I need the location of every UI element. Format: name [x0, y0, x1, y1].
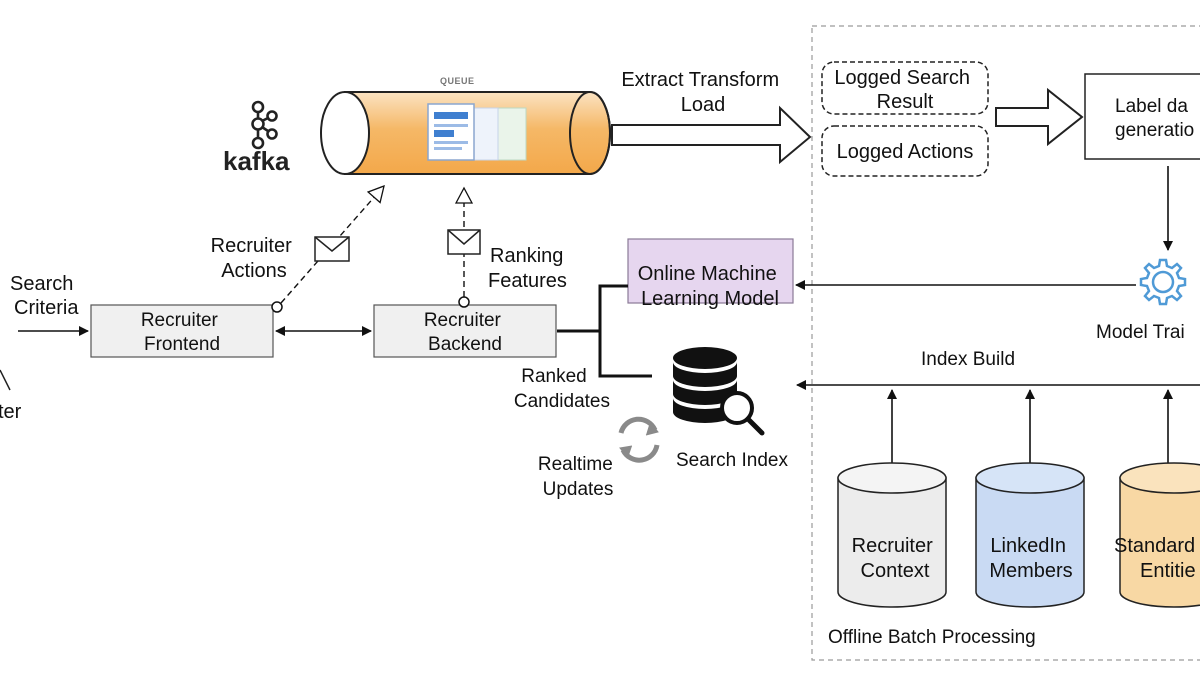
- linkedin-members-label: LinkedIn Members: [989, 535, 1072, 582]
- standard-entities-label: Standard Entitie: [1114, 535, 1200, 582]
- refresh-icon: [618, 416, 660, 463]
- recruiter-backend-label: Recruiter Backend: [424, 310, 506, 355]
- recruiter-actions-dashed-arrow: [280, 186, 384, 304]
- recruiter-user-fragment-label: ter: [0, 401, 22, 423]
- backend-port: [458, 296, 470, 308]
- recruiter-context-label: Recruiter Context: [852, 535, 939, 582]
- offline-batch-region: [811, 25, 1200, 661]
- kafka-logo-icon: kafka: [223, 100, 290, 176]
- offline-batch-processing-label: Offline Batch Processing: [828, 627, 1036, 648]
- search-index-label: Search Index: [676, 450, 788, 471]
- linkedin-members-cylinder: LinkedIn Members: [975, 462, 1085, 608]
- recruiter-actions-label: Recruiter Actions: [211, 235, 298, 282]
- recruiter-context-cylinder: Recruiter Context: [837, 462, 947, 608]
- to-label-data-arrow: [995, 87, 1084, 147]
- standard-entities-cylinder: Standard Entitie: [1114, 462, 1200, 608]
- logged-actions-label: Logged Actions: [837, 141, 974, 163]
- queue-label: QUEUE: [440, 76, 475, 86]
- logged-search-result-label: Logged Search Result: [834, 67, 975, 113]
- label-data-generation-label: Label da generatio: [1115, 96, 1194, 141]
- ranked-candidates-label: Ranked Candidates: [514, 366, 610, 412]
- database-search-icon: [673, 347, 765, 436]
- backend-branch-connector: [557, 284, 652, 378]
- online-ml-model-box: [627, 238, 794, 304]
- recruiter-backend-box: [373, 304, 557, 358]
- envelope-icon: [314, 236, 350, 262]
- search-criteria-label: Search Criteria: [10, 273, 79, 319]
- label-data-generation-box: [1084, 73, 1200, 160]
- envelope-icon: [447, 229, 481, 255]
- user-fragment-line: [0, 369, 11, 391]
- queue-documents-icon: [427, 103, 527, 161]
- recruiter-frontend-box: [90, 304, 274, 358]
- kafka-logo-text: kafka: [223, 146, 290, 176]
- online-ml-model-label: Online Machine Learning Model: [638, 263, 783, 310]
- kafka-queue: QUEUE: [320, 76, 611, 175]
- etl-label: Extract Transform Load: [621, 69, 784, 116]
- recruiter-frontend-label: Recruiter Frontend: [141, 310, 223, 355]
- model-training-label: Model Trai: [1096, 322, 1185, 343]
- frontend-port: [271, 301, 283, 313]
- ranking-features-label: Ranking Features: [488, 245, 569, 292]
- realtime-updates-label: Realtime Updates: [538, 454, 618, 500]
- index-build-label: Index Build: [921, 349, 1015, 370]
- logged-search-result-box: [821, 61, 989, 115]
- logged-actions-box: [821, 125, 989, 177]
- gear-icon: [1139, 258, 1187, 306]
- etl-arrow: [611, 105, 812, 165]
